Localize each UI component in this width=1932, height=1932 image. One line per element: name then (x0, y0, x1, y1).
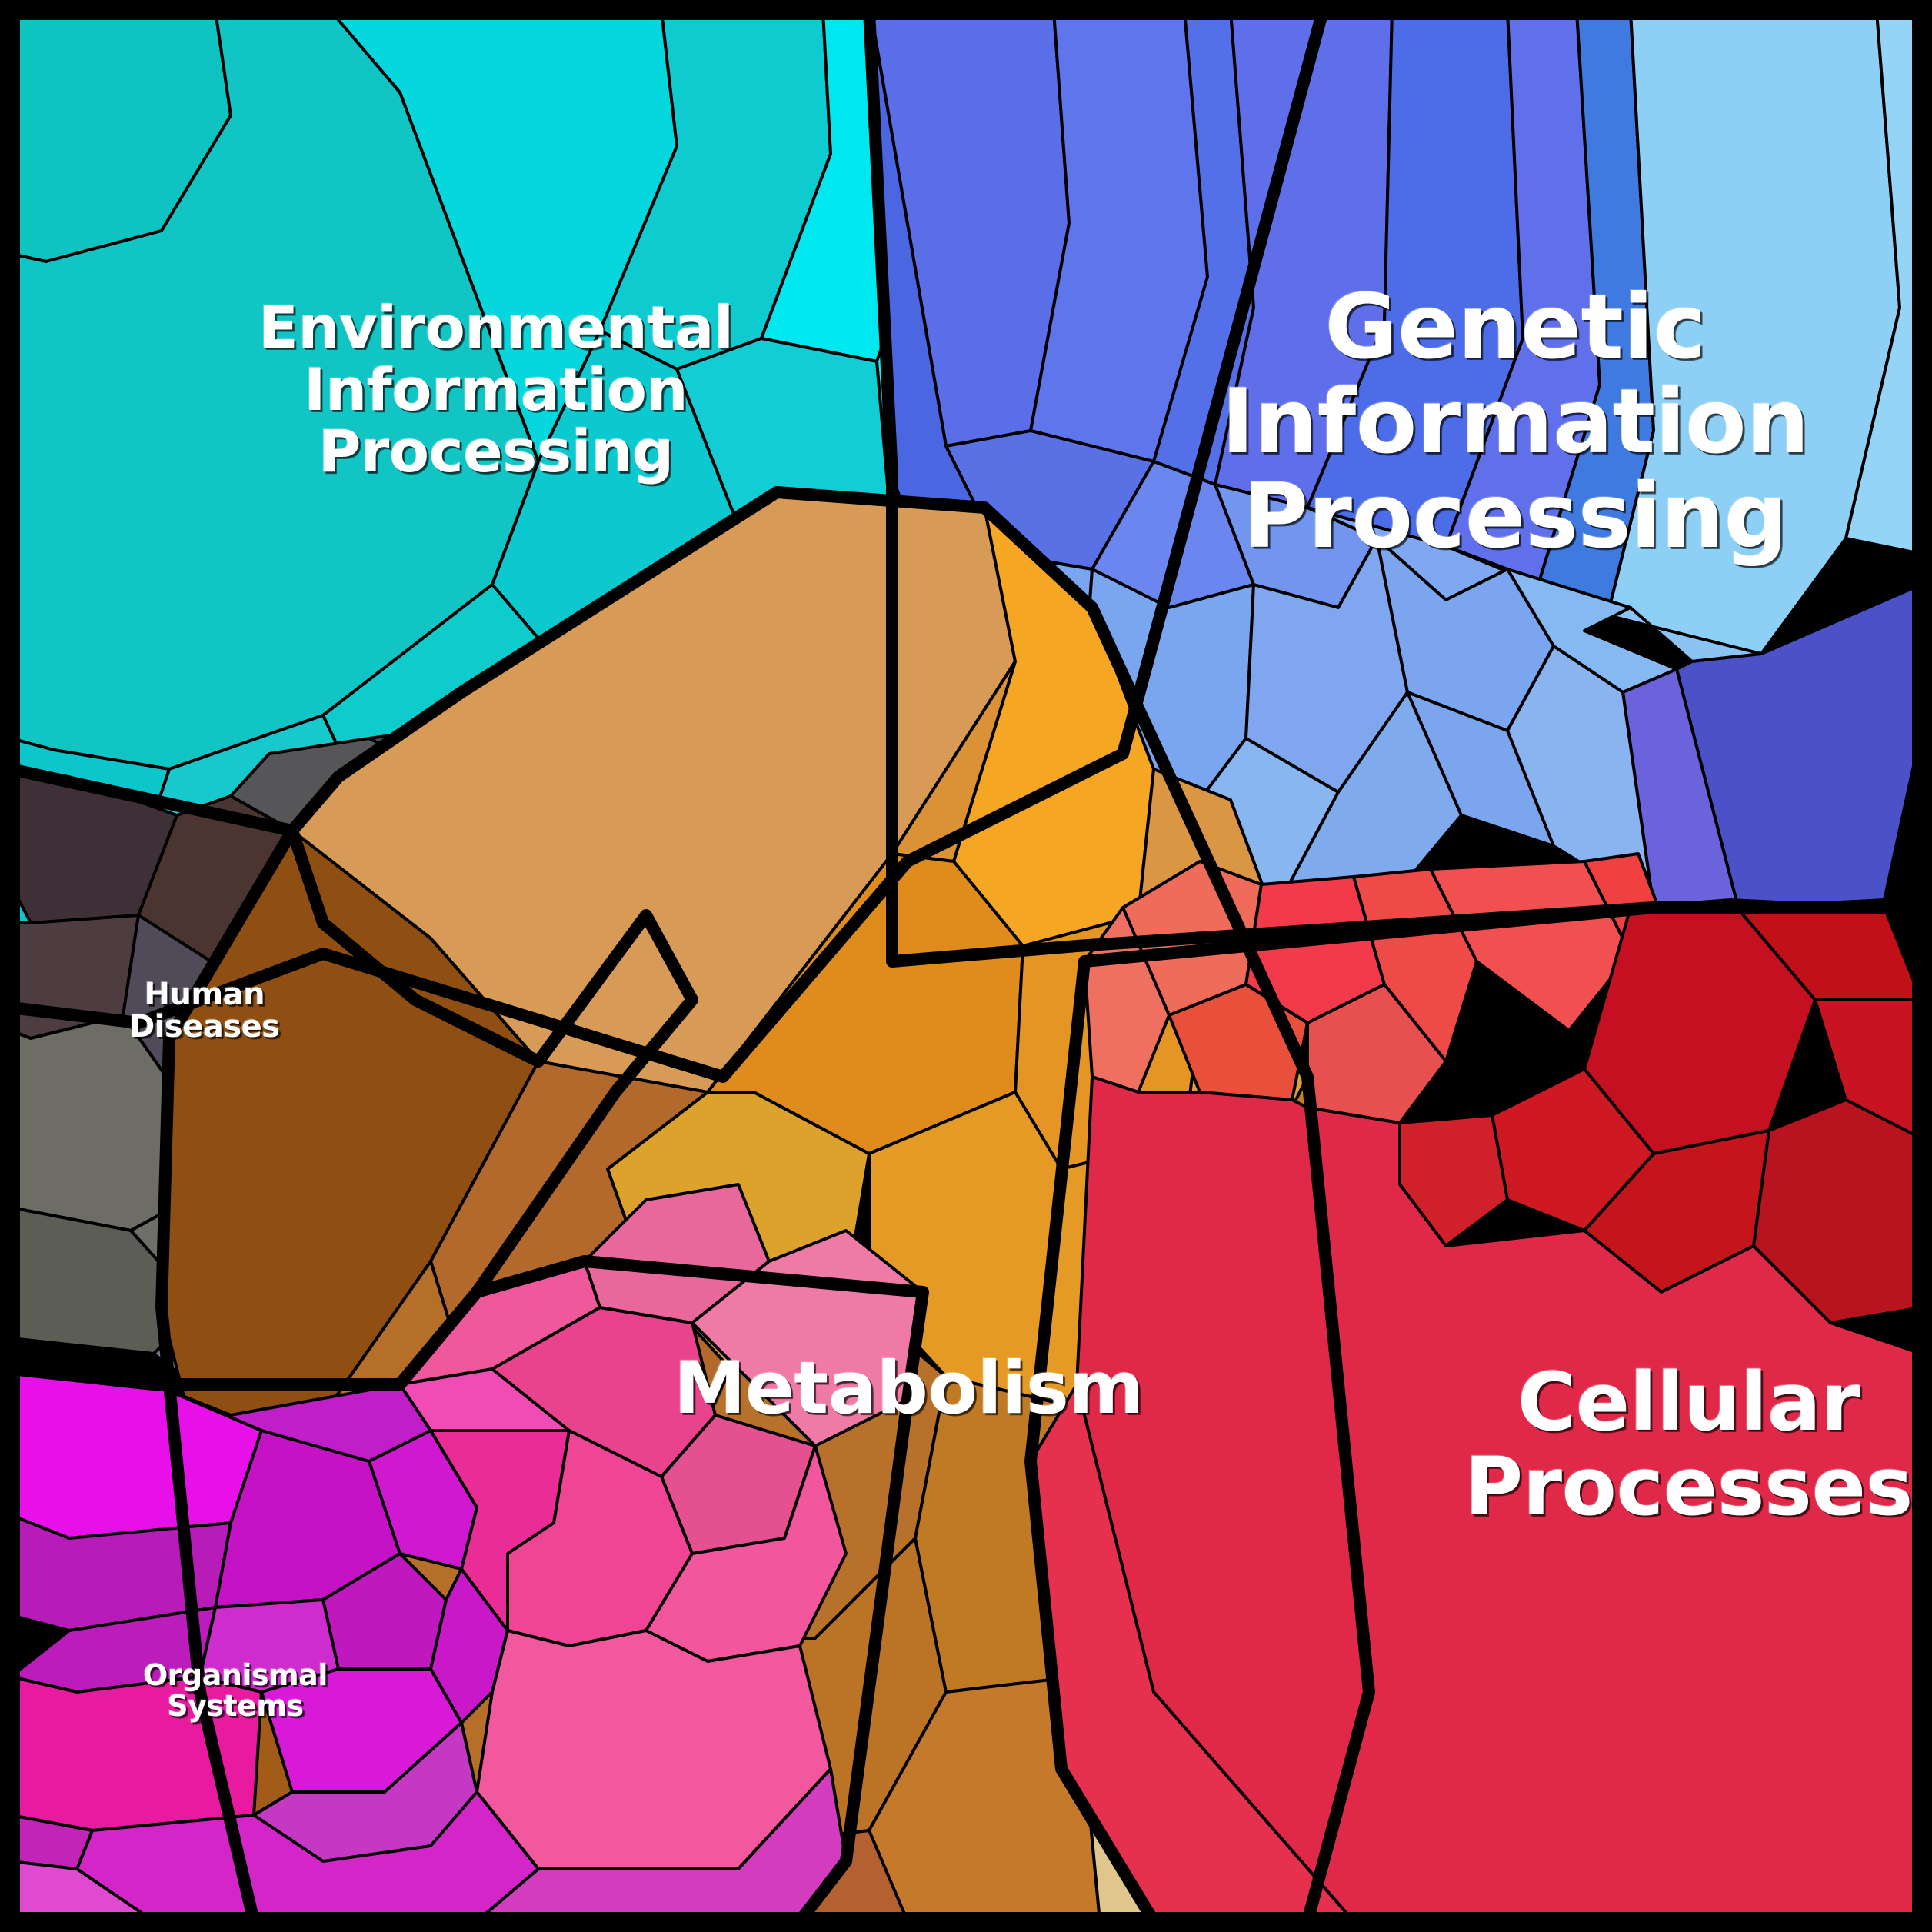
treemap-cell[interactable] (198, 1598, 340, 1694)
environmental-outline (5, 5, 1329, 1083)
cell-group-organismal-systems (9, 1183, 924, 1923)
treemap-cell[interactable] (1491, 1068, 1655, 1232)
treemap-cell[interactable] (1429, 860, 1632, 1032)
treemap-cell[interactable] (1506, 645, 1655, 909)
treemap-cell[interactable] (252, 1721, 478, 1863)
cell-group-cellular-processes (1029, 852, 1923, 1923)
